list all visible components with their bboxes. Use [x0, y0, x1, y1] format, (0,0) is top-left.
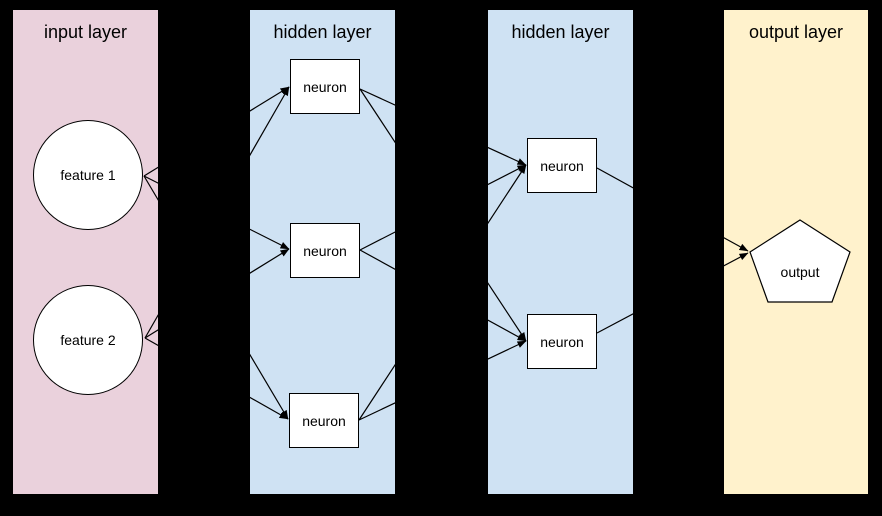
panel-input-layer: input layer: [13, 10, 158, 494]
input-layer-title: input layer: [43, 22, 128, 42]
node-label: neuron: [540, 157, 584, 174]
edge-neuron2-to-neuron5: [359, 249, 527, 342]
node-neuron-1[interactable]: neuron: [290, 59, 360, 114]
node-label: feature 1: [60, 167, 116, 183]
edge-neuron1-to-neuron4: [359, 88, 527, 166]
edge-neuron4-to-output: [596, 167, 749, 252]
node-label: neuron: [302, 412, 346, 429]
output-layer-title: output layer: [748, 22, 844, 42]
node-feature-1[interactable]: feature 1: [33, 120, 143, 230]
edge-feature2-to-neuron3: [144, 337, 289, 420]
edge-neuron3-to-neuron5: [358, 340, 527, 421]
node-neuron-3[interactable]: neuron: [289, 393, 359, 448]
node-label: neuron: [303, 242, 347, 259]
node-label: feature 2: [60, 332, 116, 348]
edge-neuron1-to-neuron5: [359, 88, 527, 342]
node-neuron-4[interactable]: neuron: [527, 138, 597, 193]
node-neuron-2[interactable]: neuron: [290, 223, 360, 278]
edge-feature2-to-neuron2: [144, 248, 290, 339]
hidden-layer-2-title: hidden layer: [511, 22, 610, 42]
hidden-layer-1-title: hidden layer: [273, 22, 372, 42]
edge-neuron5-to-output: [596, 252, 749, 334]
edge-feature1-to-neuron3: [143, 175, 289, 420]
node-label: neuron: [303, 78, 347, 95]
edge-neuron3-to-neuron4: [358, 164, 527, 421]
node-label: output: [780, 264, 820, 280]
node-feature-2[interactable]: feature 2: [33, 285, 143, 395]
node-label: neuron: [540, 333, 584, 350]
node-output[interactable]: output: [748, 218, 852, 304]
edge-feature1-to-neuron1: [143, 86, 290, 177]
panel-hidden-layer-2: hidden layer: [488, 10, 633, 494]
edge-neuron2-to-neuron4: [359, 164, 527, 251]
edge-feature2-to-neuron1: [144, 86, 290, 339]
pentagon-shape: [749, 219, 851, 303]
node-neuron-5[interactable]: neuron: [527, 314, 597, 369]
